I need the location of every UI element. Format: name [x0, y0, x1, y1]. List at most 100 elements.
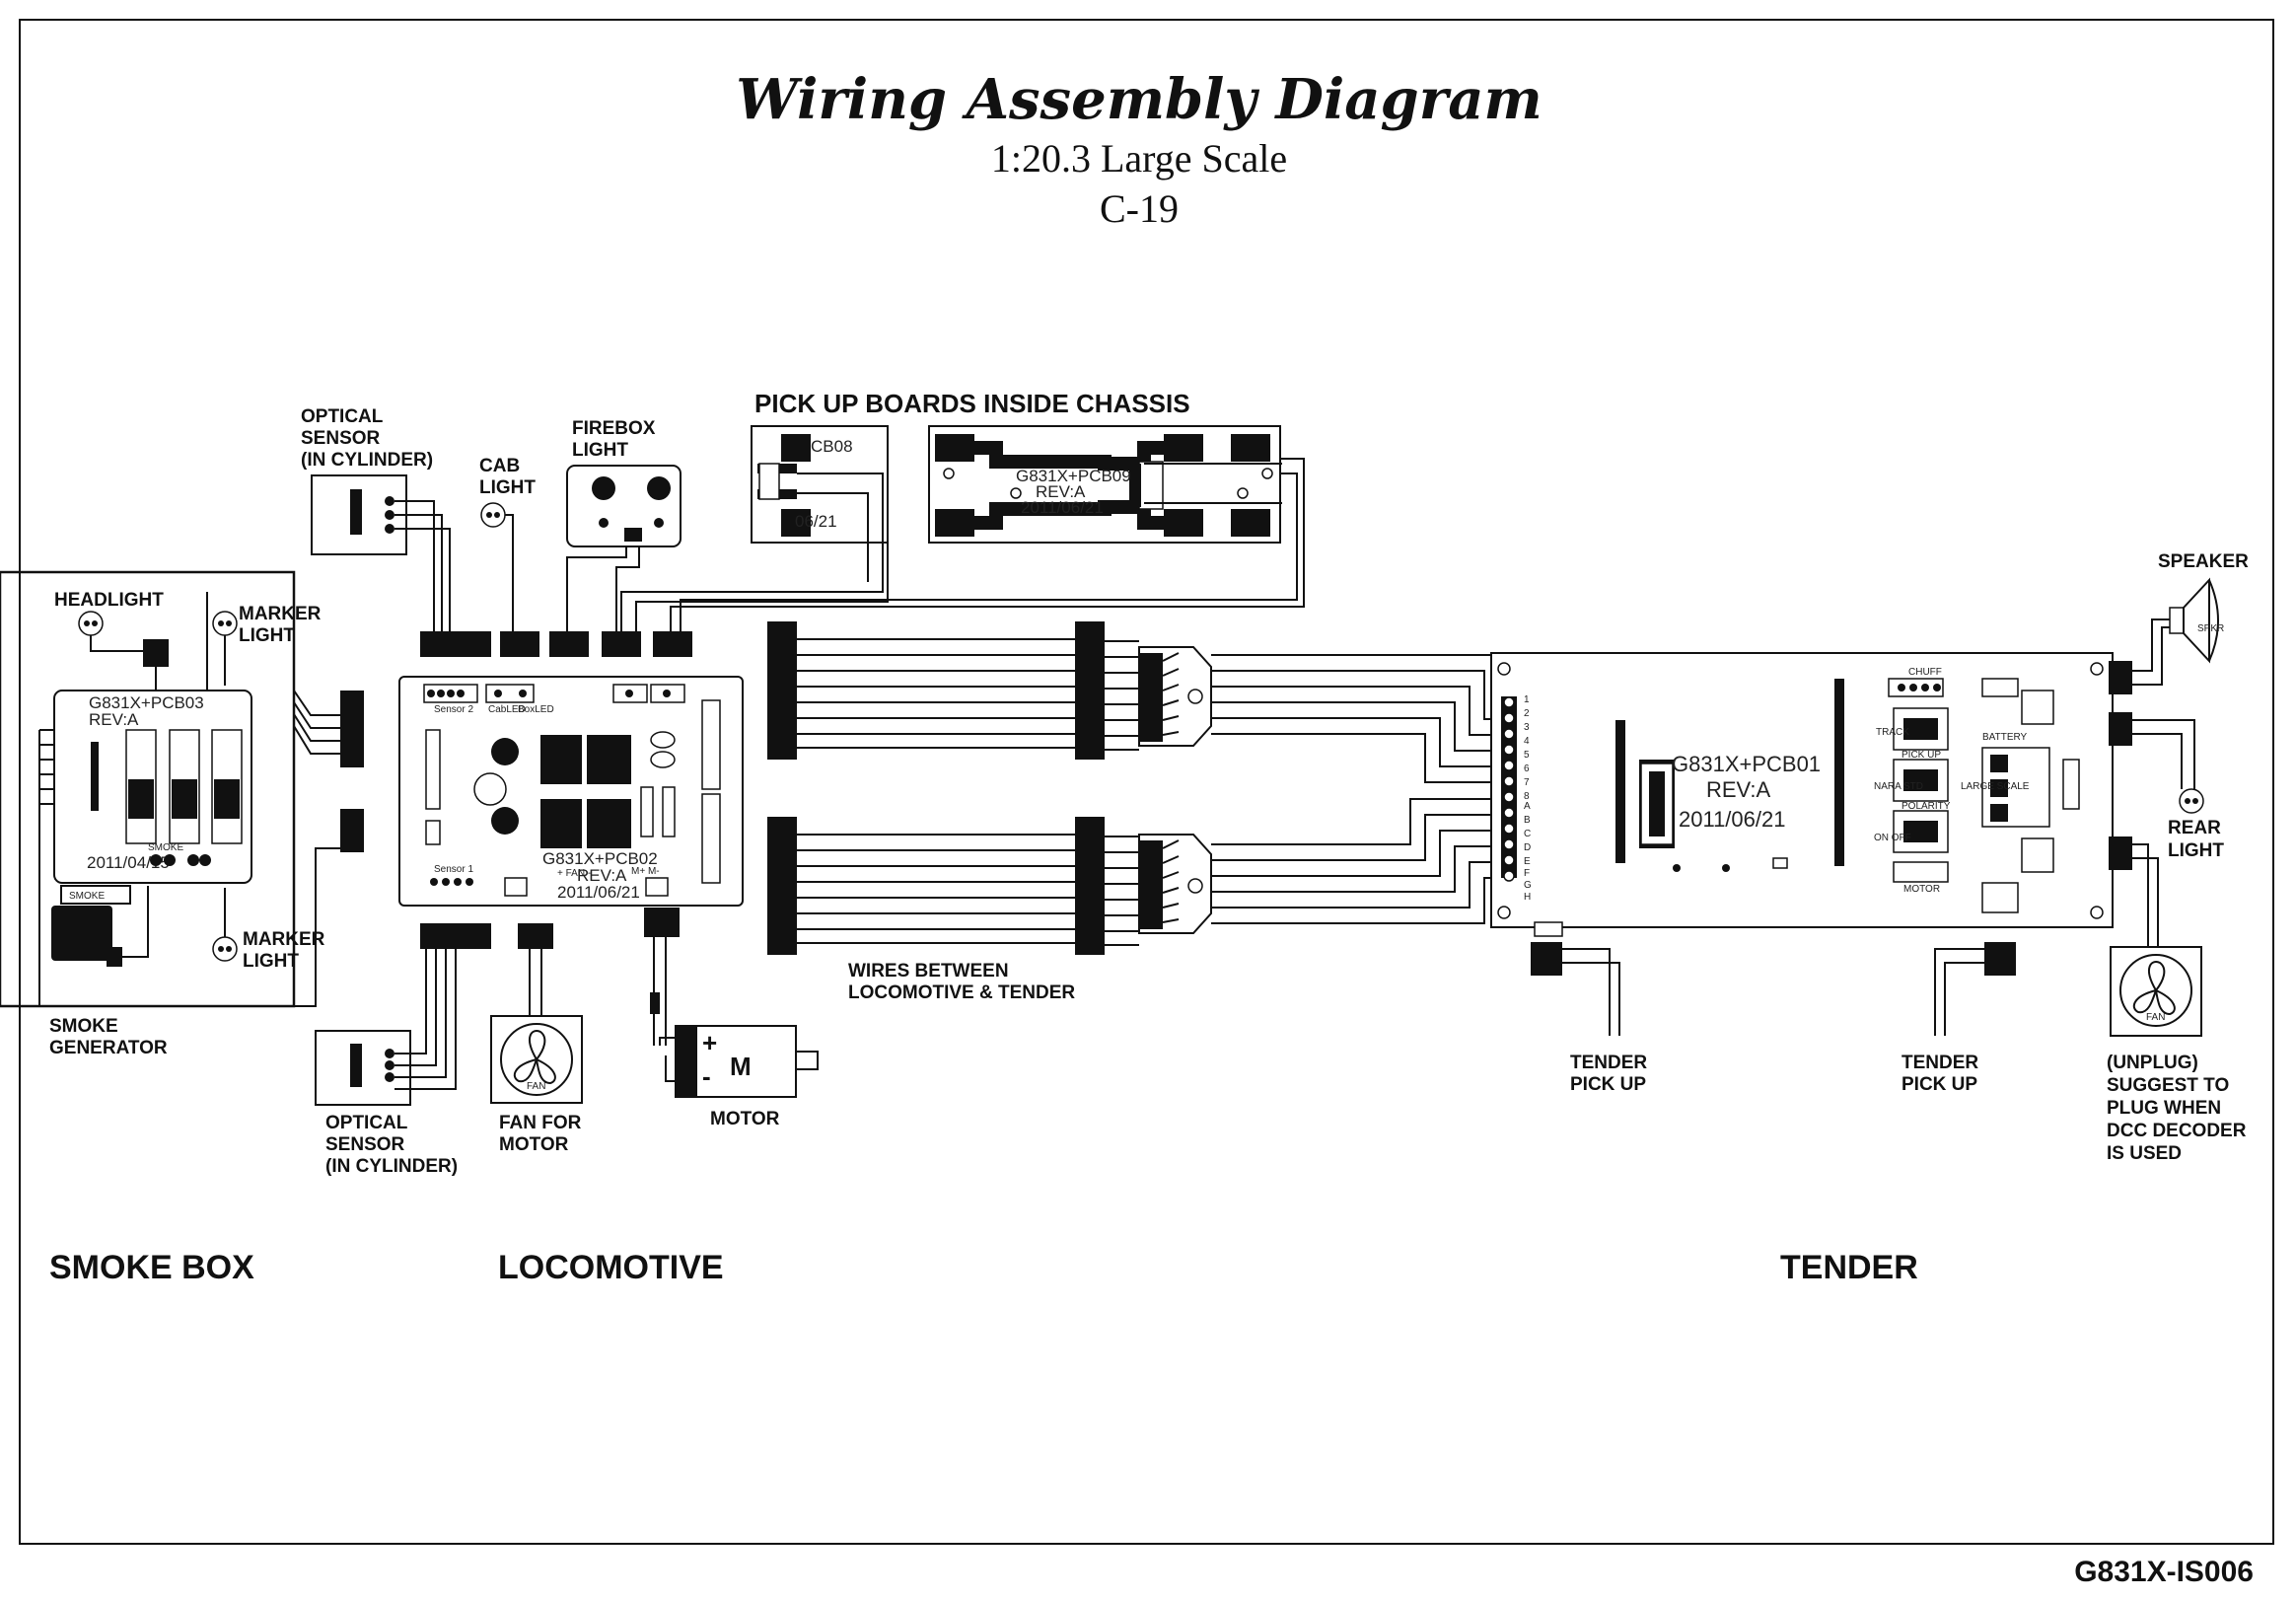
unplug-note-2: SUGGEST TO	[2107, 1075, 2229, 1096]
loco-connector-sensor-bottom	[420, 923, 491, 949]
smoke-generator-tag	[60, 885, 131, 905]
optical-sensor-top-label-2: SENSOR	[301, 428, 381, 449]
pcb01-switch-motor: MOTOR	[1903, 884, 1940, 895]
locomotive-group: OPTICAL SENSOR (IN CYLINDER) CAB LIGHT F…	[301, 406, 1305, 1177]
pcb02-components	[423, 684, 721, 897]
diagram-scale: 1:20.3 Large Scale	[991, 136, 1287, 181]
section-locomotive: LOCOMOTIVE	[498, 1249, 724, 1286]
marker-light-top-label-2: LIGHT	[239, 625, 295, 646]
pcb02-rev: REV:A	[577, 866, 627, 885]
fan-for-motor-label-1: FAN FOR	[499, 1113, 582, 1133]
pcb01-pin-d: D	[1524, 842, 1531, 853]
pcb02-fan-tag: + FAN -	[557, 868, 591, 879]
pickup-boards-group: PICK UP BOARDS INSIDE CHASSIS CB08 06/21…	[751, 389, 1282, 592]
motor-shaft	[795, 1051, 819, 1070]
pickup-boards-label: PICK UP BOARDS INSIDE CHASSIS	[754, 389, 1190, 418]
tender-pickup-right-label-2: PICK UP	[1901, 1074, 1977, 1095]
pcb01-rev: REV:A	[1706, 777, 1771, 802]
pcb01-pin-1: 1	[1524, 694, 1530, 705]
pcb01-components	[1534, 678, 2080, 937]
pcb09-rev: REV:A	[1036, 482, 1086, 501]
motor-cap	[676, 1026, 697, 1097]
speaker-icon	[2169, 577, 2219, 664]
pcb02-boxled-tag: BoxLED	[518, 704, 554, 715]
pcb01-switch-polarity: POLARITY	[1901, 801, 1951, 812]
pcb01-switch-chuff: CHUFF	[1908, 667, 1942, 678]
loco-connector-pickup-b	[653, 631, 692, 657]
wires-between-label-2: LOCOMOTIVE & TENDER	[848, 982, 1075, 1003]
loco-connector-firebox	[549, 631, 589, 657]
wires-between-group: WIRES BETWEEN LOCOMOTIVE & TENDER	[767, 621, 1499, 1003]
smoke-box-connector-a	[340, 691, 364, 767]
pcb03-rev: REV:A	[89, 710, 139, 729]
pcb09-date: 2011/06/21	[1021, 498, 1104, 517]
speaker-label: SPEAKER	[2158, 551, 2249, 572]
pcb01-pin-7: 7	[1524, 777, 1530, 788]
pcb01-pin-b: B	[1524, 815, 1531, 826]
pcb01-pin-2: 2	[1524, 708, 1530, 719]
firebox-light-label-1: FIREBOX	[572, 418, 656, 439]
tender-pickup-left-label-2: PICK UP	[1570, 1074, 1646, 1095]
optical-sensor-bottom-label-1: OPTICAL	[325, 1113, 408, 1133]
marker-light-bottom-label-1: MARKER	[243, 929, 325, 950]
rear-light-connector	[2109, 712, 2132, 746]
tender-pickup-right-connector	[1984, 942, 2016, 976]
marker-light-top-label-1: MARKER	[239, 604, 322, 624]
speaker-tag: SPKR	[2197, 623, 2224, 634]
pcb02-cabled-tag: CabLED	[488, 704, 526, 715]
loco-connector-cab	[500, 631, 539, 657]
loco-connector-fan	[518, 923, 553, 949]
pcb03-smoke-tag: SMOKE	[148, 842, 183, 853]
diagram-model: C-19	[1100, 186, 1179, 231]
optical-sensor-bottom-label-2: SENSOR	[325, 1134, 405, 1155]
firebox-light-label-2: LIGHT	[572, 440, 628, 461]
wire-harness-bottom-right	[1075, 817, 1105, 955]
pcb01-switch-onoff: ON OFF	[1874, 833, 1911, 843]
pcb08-date: 06/21	[795, 512, 837, 531]
pcb01-pin-6: 6	[1524, 764, 1530, 774]
pcb01-pin-f: F	[1524, 868, 1530, 879]
marker-light-bottom-led	[212, 936, 238, 962]
optical-sensor-bottom-label-3: (IN CYLINDER)	[325, 1156, 458, 1177]
smoke-generator-tag-text: SMOKE	[69, 891, 105, 902]
unplug-note-5: IS USED	[2107, 1143, 2182, 1164]
diagram-title: Wiring Assembly Diagram	[736, 67, 1543, 132]
pcb09-name: G831X+PCB09	[1016, 467, 1131, 485]
pcb02-sensor2-tag: Sensor 2	[434, 704, 473, 715]
motor-label: MOTOR	[710, 1109, 780, 1129]
motor-plus: +	[702, 1028, 717, 1057]
loco-connector-sensor	[420, 631, 491, 657]
smoke-generator-label-1: SMOKE	[49, 1016, 118, 1037]
speaker-connector	[2109, 661, 2132, 694]
loco-connector-pickup-a	[602, 631, 641, 657]
tender-fan-icon	[2119, 954, 2192, 1027]
wire-harness-bottom-left	[767, 817, 797, 955]
pcb01-pin-e: E	[1524, 856, 1531, 867]
headlight-led	[78, 611, 104, 636]
pcb01-pin-c: C	[1524, 829, 1531, 839]
rear-light-label-2: LIGHT	[2168, 840, 2224, 861]
headlight-connector	[143, 639, 169, 667]
loco-connector-motor	[644, 908, 680, 937]
tender-pickup-right-label-1: TENDER	[1901, 1053, 1978, 1073]
cab-light-label-1: CAB	[479, 456, 520, 476]
pcb08-name: CB08	[811, 437, 853, 456]
pcb01-pin-h: H	[1524, 892, 1531, 903]
pcb02-motor-tag: M+ M-	[631, 866, 660, 877]
pcb02-name: G831X+PCB02	[542, 849, 658, 868]
pcb02-date: 2011/06/21	[557, 883, 640, 902]
marker-light-bottom-label-2: LIGHT	[243, 951, 299, 972]
pcb02-sensor1-tag: Sensor 1	[434, 864, 473, 875]
pcb01-date: 2011/06/21	[1679, 807, 1785, 832]
section-smoke-box: SMOKE BOX	[49, 1249, 254, 1286]
unplug-note-4: DCC DECODER	[2107, 1121, 2247, 1141]
tender-fan-tag: FAN	[2146, 1012, 2165, 1023]
pcb01-switch-pickup: PICK UP	[1901, 750, 1941, 761]
smoke-generator-body	[51, 906, 112, 961]
optical-sensor-top-label-3: (IN CYLINDER)	[301, 450, 433, 471]
pcb01-switch-battery: BATTERY	[1982, 732, 2028, 743]
fan-for-motor-label-2: MOTOR	[499, 1134, 569, 1155]
tender-pickup-left-label-1: TENDER	[1570, 1053, 1647, 1073]
smoke-box-group: HEADLIGHT MARKER LIGHT G831X+PCB03 REV:A…	[0, 570, 364, 1058]
